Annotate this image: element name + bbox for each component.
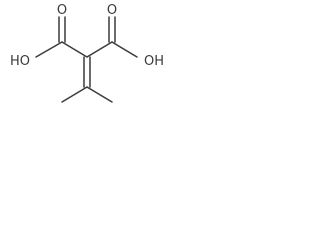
bond-methyl-left xyxy=(61,86,88,103)
bond-methyl-right xyxy=(86,86,113,103)
chemical-structure: O O HO OH xyxy=(10,3,164,103)
bond-left-carboxyl-central xyxy=(61,41,88,58)
label-left-carbonyl-oxygen: O xyxy=(57,3,67,18)
label-right-carbonyl-oxygen: O xyxy=(107,3,117,18)
bond-right-hydroxyl xyxy=(111,41,138,58)
label-right-hydroxyl: OH xyxy=(144,54,164,69)
bond-central-right-carboxyl xyxy=(86,41,113,58)
label-left-hydroxyl: HO xyxy=(10,54,30,69)
bond-left-hydroxyl xyxy=(35,41,63,58)
